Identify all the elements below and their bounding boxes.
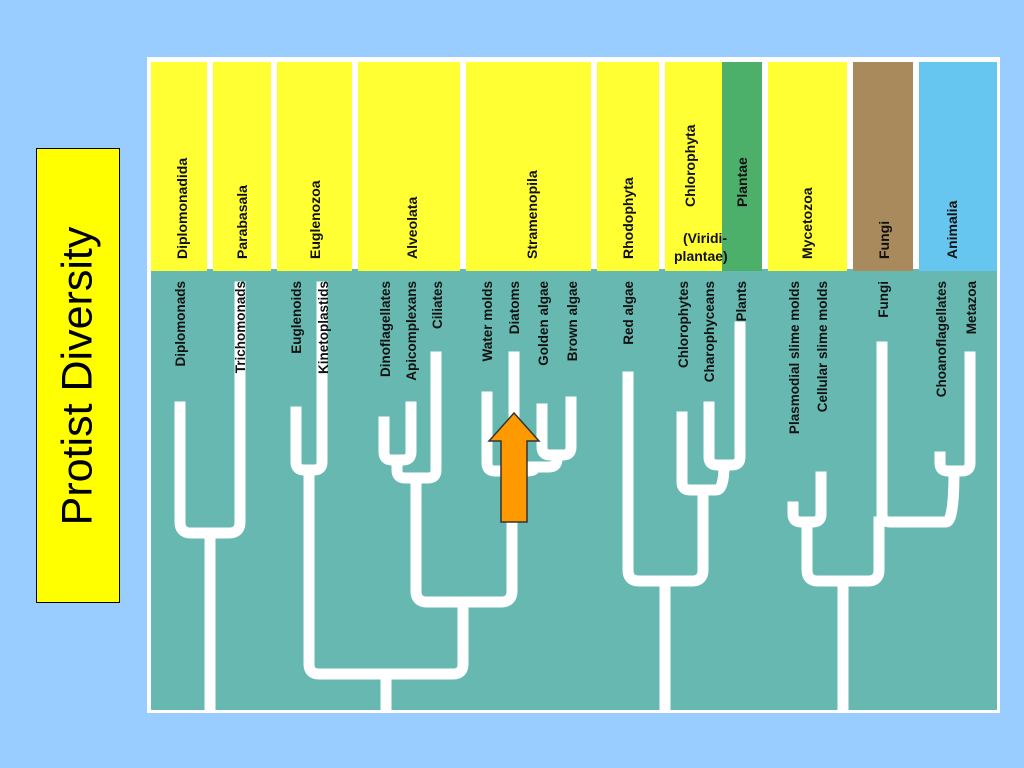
tree-branches bbox=[174, 281, 976, 713]
branch-chlorophytes bbox=[676, 411, 730, 496]
header-mycetozoa: Mycetozoa bbox=[799, 187, 815, 259]
taxon-apicomplexans: Apicomplexans bbox=[404, 281, 419, 381]
page-title: Protist Diversity bbox=[53, 226, 102, 525]
header-rhodophyta: Rhodophyta bbox=[620, 177, 636, 259]
taxon-plasmodial-slime-molds: Plasmodial slime molds bbox=[787, 281, 802, 434]
header-box-diplomonadida bbox=[151, 62, 207, 271]
header-stramenopila: Stramenopila bbox=[524, 170, 540, 259]
taxon-red-algae: Red algae bbox=[621, 281, 636, 345]
taxon-charophyceans: Charophyceans bbox=[702, 281, 717, 382]
header-box-alveolata bbox=[358, 62, 460, 271]
taxon-metazoa: Metazoa bbox=[964, 281, 979, 335]
header-chlorophyta-plantae: plantae) bbox=[674, 248, 728, 264]
header-alveolata: Alveolata bbox=[404, 197, 420, 259]
taxon-kinetoplastids: Kinetoplastids bbox=[316, 281, 331, 374]
header-box-fungi bbox=[853, 62, 913, 271]
header-box-stramenopila bbox=[466, 62, 591, 271]
taxon-euglenoids: Euglenoids bbox=[289, 281, 304, 354]
taxon-golden-algae: Golden algae bbox=[536, 281, 551, 366]
header-plantae: Plantae bbox=[734, 157, 750, 207]
tree-area bbox=[151, 269, 997, 710]
header-box-rhodophyta bbox=[597, 62, 659, 271]
taxon-fungi: Fungi bbox=[876, 281, 891, 318]
header-parabasala: Parabasala bbox=[234, 185, 250, 259]
header-box-chlorophyta bbox=[665, 62, 722, 271]
taxon-labels: Diplomonads Trichomonads Euglenoids Kine… bbox=[173, 281, 979, 435]
header-box-mycetozoa bbox=[768, 62, 847, 271]
header-box-euglenozoa bbox=[277, 62, 352, 271]
group-labels: Diplomonadida Parabasala Euglenozoa Alve… bbox=[174, 124, 960, 264]
header-box-plantae bbox=[722, 62, 762, 271]
taxon-diplomonads: Diplomonads bbox=[173, 281, 188, 367]
header-chlorophyta-viridi: (Viridi- bbox=[683, 230, 727, 246]
header-animalia: Animalia bbox=[944, 200, 960, 259]
up-arrow-icon bbox=[487, 411, 541, 523]
taxon-cellular-slime-molds: Cellular slime molds bbox=[815, 281, 830, 412]
taxon-diatoms: Diatoms bbox=[507, 281, 522, 334]
taxon-choanoflagellates: Choanoflagellates bbox=[934, 281, 949, 397]
branch-stramenopila bbox=[481, 391, 541, 477]
taxon-chlorophytes: Chlorophytes bbox=[676, 281, 691, 368]
header-box-parabasala bbox=[213, 62, 271, 271]
taxon-dinoflagellates: Dinoflagellates bbox=[378, 281, 393, 377]
header-chlorophyta: Chlorophyta bbox=[682, 124, 698, 207]
title-box: Protist Diversity bbox=[36, 148, 120, 603]
group-headers bbox=[151, 62, 997, 271]
taxon-water-molds: Water molds bbox=[480, 281, 495, 362]
taxon-plants: Plants bbox=[734, 281, 749, 322]
header-box-animalia bbox=[919, 62, 997, 271]
phylogenetic-tree: Diplomonadida Parabasala Euglenozoa Alve… bbox=[147, 57, 1000, 713]
header-euglenozoa: Euglenozoa bbox=[307, 180, 323, 259]
header-fungi: Fungi bbox=[876, 221, 892, 259]
taxon-brown-algae: Brown algae bbox=[565, 281, 580, 362]
taxon-trichomonads: Trichomonads bbox=[233, 281, 248, 373]
header-diplomonadida: Diplomonadida bbox=[174, 158, 190, 259]
taxon-ciliates: Ciliates bbox=[430, 281, 445, 329]
